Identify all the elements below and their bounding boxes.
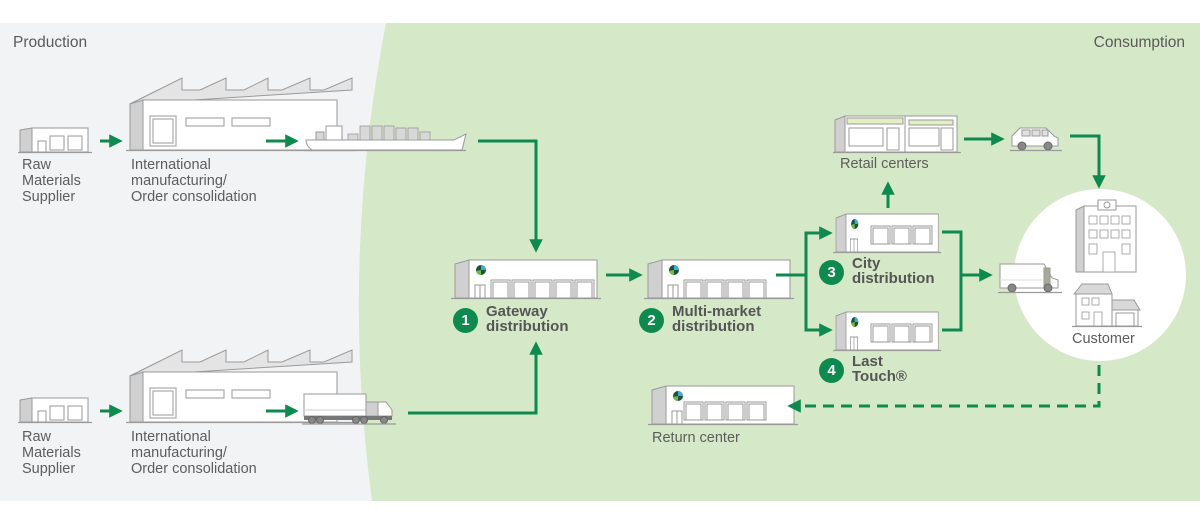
gateway-warehouse-icon [450, 259, 602, 300]
retail-centers-icon [833, 115, 961, 154]
customer-circle [1014, 189, 1186, 361]
house-icon [1072, 283, 1142, 328]
manufacturer-label: International manufacturing/ Order conso… [131, 429, 257, 477]
return-center-label: Return center [652, 430, 740, 446]
raw-materials-supplier-icon [17, 397, 93, 424]
arrow-city-to-van [942, 230, 963, 275]
step-label: Last Touch® [852, 353, 907, 385]
return-warehouse-icon [647, 385, 799, 426]
arrow-lasttouch-to-van [942, 268, 993, 332]
supplier-label: Raw Materials Supplier [22, 157, 81, 205]
step-number-badge: 2 [639, 308, 664, 333]
retail-centers-label: Retail centers [840, 156, 929, 172]
step-number-badge: 3 [819, 260, 844, 285]
step-number-badge: 1 [453, 308, 478, 333]
multi-market-warehouse-icon [643, 259, 795, 300]
arrow-ship-to-gateway [478, 139, 543, 253]
arrow-customer-to-return-dashed [787, 365, 1101, 413]
step-last-touch: 4 Last Touch® [819, 354, 907, 384]
production-zone-label: Production [13, 34, 88, 51]
last-touch-warehouse-docks [870, 323, 933, 343]
city-warehouse-docks [870, 225, 933, 245]
step-label: City distribution [852, 255, 935, 287]
arrow-car-to-customer [1070, 134, 1106, 189]
arrow-multimarket-to-lasttouch [804, 275, 833, 337]
step-label: Gateway distribution [486, 303, 569, 335]
apartment-building-icon [1075, 199, 1137, 273]
customer-label: Customer [1072, 331, 1135, 347]
consumption-zone-label: Consumption [1093, 34, 1185, 51]
step-number-badge: 4 [819, 358, 844, 383]
raw-materials-supplier-icon [17, 127, 93, 154]
step-city-distribution: 3 City distribution [819, 256, 935, 286]
step-label: Multi-market distribution [672, 303, 762, 335]
step-multi-market-distribution: 2 Multi-market distribution [639, 304, 761, 334]
arrow-truck-to-gateway [408, 341, 543, 415]
step-gateway-distribution: 1 Gateway distribution [453, 304, 569, 334]
manufacturer-label: International manufacturing/ Order conso… [131, 157, 257, 205]
supplier-label: Raw Materials Supplier [22, 429, 81, 477]
arrow-multimarket-to-city [776, 226, 833, 277]
